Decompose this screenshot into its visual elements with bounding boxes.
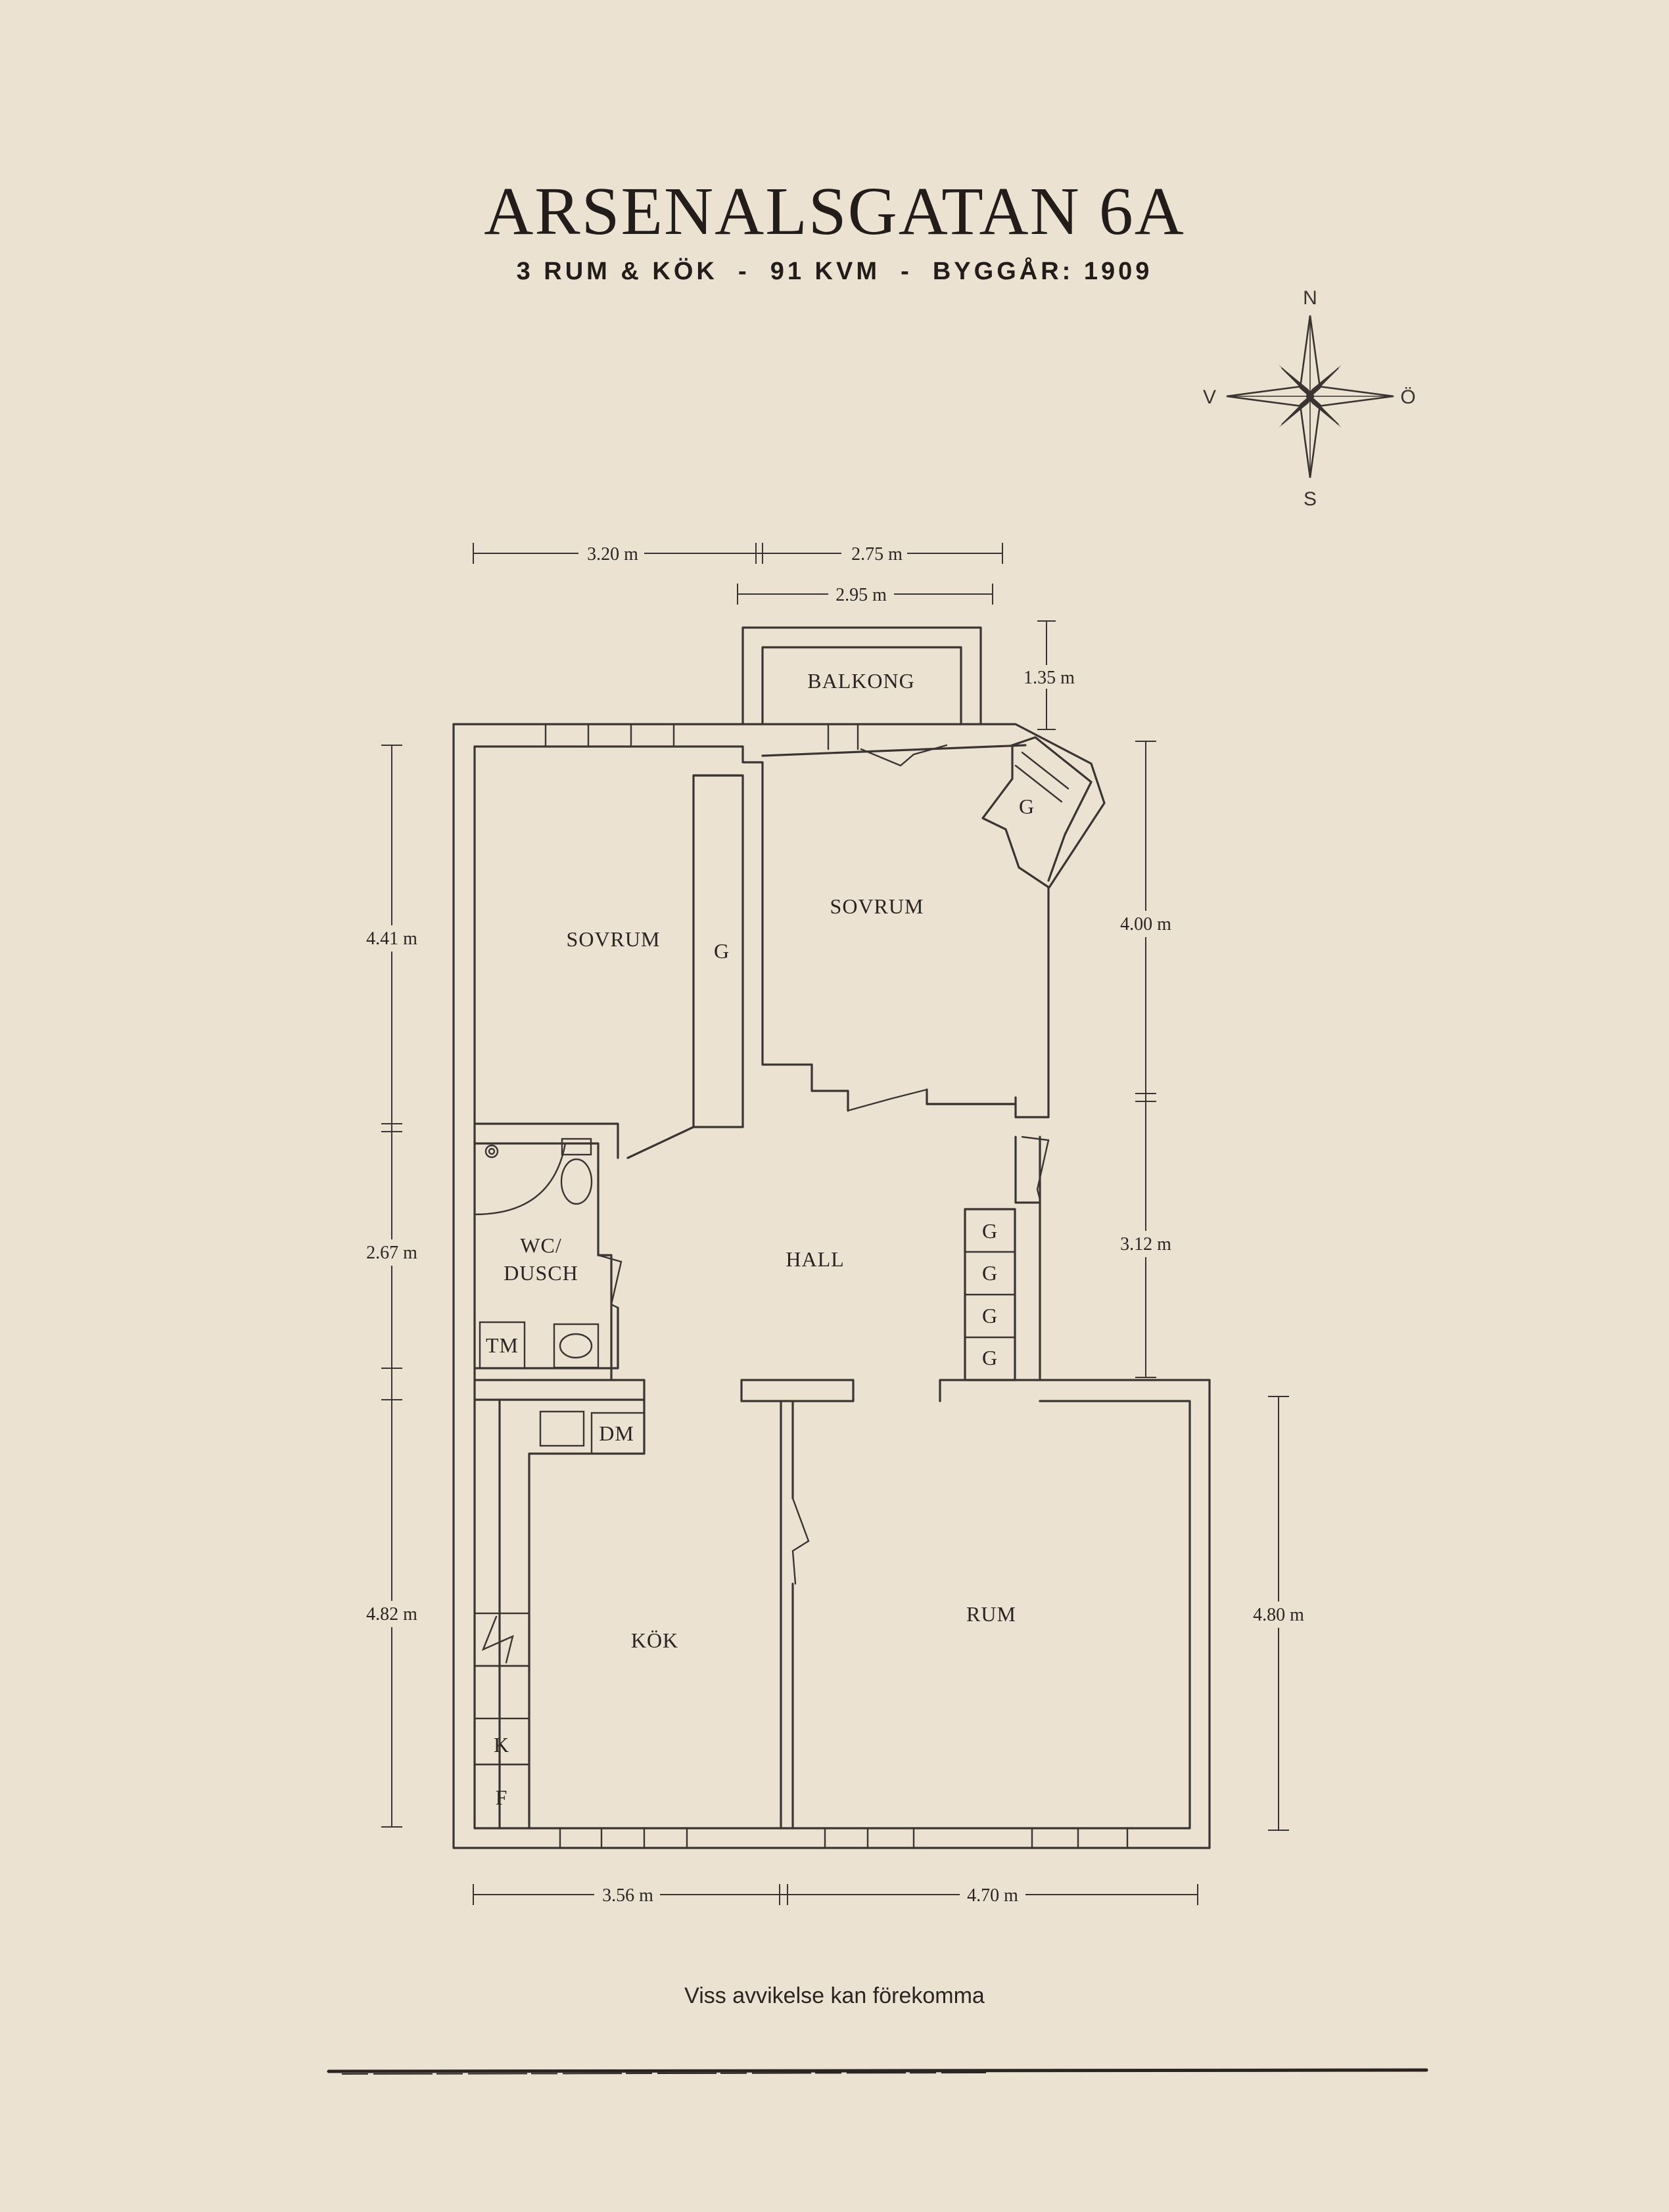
compass-south-label: S — [1304, 488, 1317, 510]
dishwasher-label: DM — [599, 1421, 634, 1445]
fridge-label: K — [494, 1733, 509, 1757]
dim-left-mid: 2.67 m — [366, 1243, 417, 1263]
compass-north-label: N — [1303, 287, 1317, 309]
compass-east-label: Ö — [1400, 386, 1415, 408]
wardrobe-label-hall-2: G — [982, 1261, 998, 1285]
freezer-label: F — [496, 1786, 508, 1809]
wardrobe-label-left: G — [714, 939, 730, 963]
wardrobe-label-bay: G — [1019, 795, 1035, 818]
room-label-hall: HALL — [786, 1247, 844, 1271]
page-title: ARSENALSGATAN 6A — [484, 173, 1185, 249]
dim-left-top: 4.41 m — [366, 929, 417, 949]
washer-label: TM — [486, 1333, 519, 1357]
dim-bottom-left: 3.56 m — [602, 1885, 653, 1906]
room-label-sovrum-right: SOVRUM — [830, 894, 924, 918]
room-label-wc-line1: WC/ — [520, 1233, 561, 1257]
wardrobe-label-hall-3: G — [982, 1304, 998, 1327]
dim-top-left: 3.20 m — [587, 544, 638, 565]
dim-balcony-width: 2.95 m — [835, 585, 887, 605]
room-label-wc-line2: DUSCH — [504, 1261, 578, 1285]
room-label-kok: KÖK — [631, 1628, 678, 1652]
compass-west-label: V — [1203, 386, 1216, 408]
walls — [452, 626, 1211, 1849]
property-summary: 3 RUM & KÖK - 91 KVM - BYGGÅR: 1909 — [516, 258, 1153, 285]
bottom-rule — [327, 2068, 1428, 2075]
room-label-balkong: BALKONG — [807, 669, 914, 693]
dim-right-top: 4.00 m — [1120, 914, 1171, 934]
dim-left-bottom: 4.82 m — [366, 1604, 417, 1624]
wardrobe-label-hall-4: G — [982, 1346, 998, 1370]
wardrobe-label-hall-1: G — [982, 1219, 998, 1243]
dim-right-bottom: 4.80 m — [1253, 1605, 1304, 1625]
dim-right-mid: 3.12 m — [1120, 1234, 1171, 1255]
room-label-rum: RUM — [966, 1602, 1016, 1626]
compass-rose-icon — [1226, 315, 1394, 478]
dim-top-right: 2.75 m — [851, 544, 903, 565]
dim-balcony-depth: 1.35 m — [1023, 668, 1075, 688]
dim-bottom-right: 4.70 m — [967, 1885, 1018, 1906]
room-label-sovrum-left: SOVRUM — [567, 927, 661, 951]
disclaimer: Viss avvikelse kan förekomma — [684, 1983, 985, 2008]
